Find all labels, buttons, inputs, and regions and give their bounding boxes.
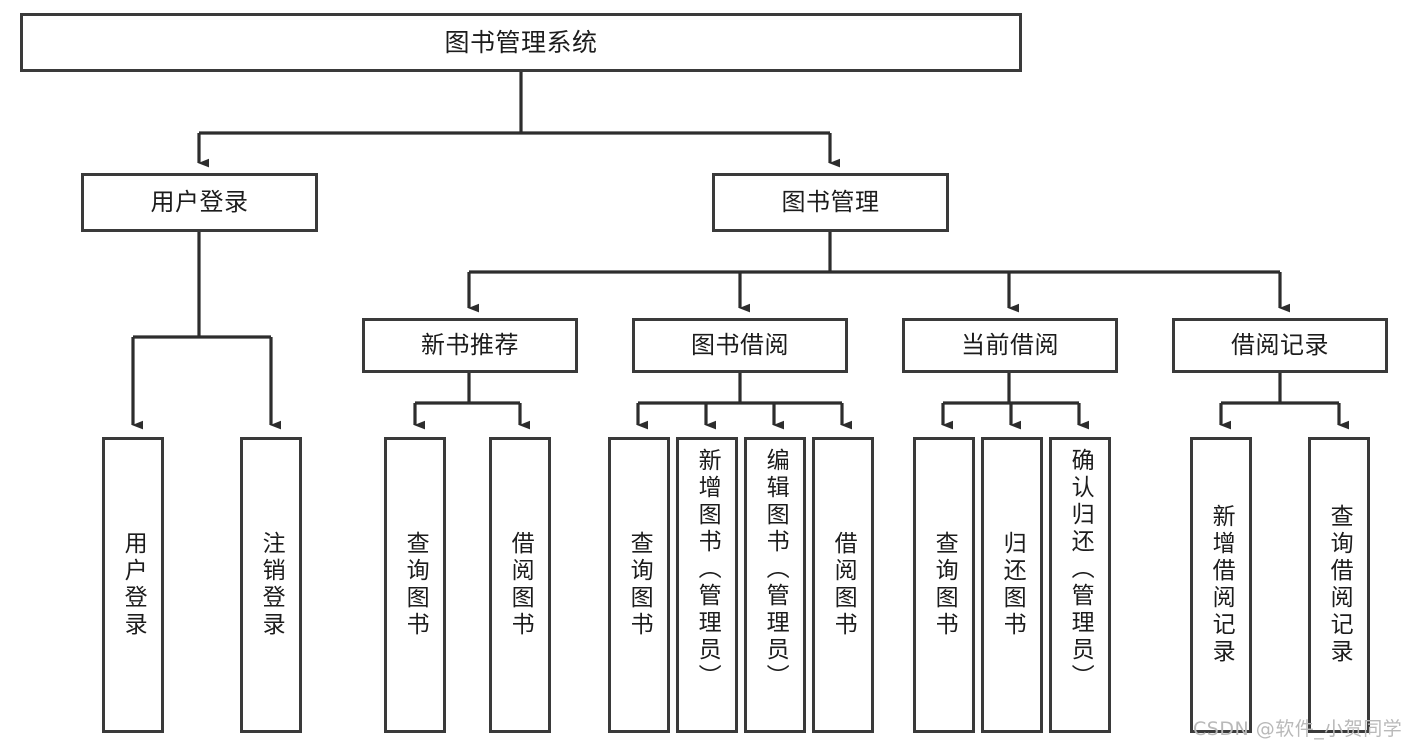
leaf-confirm-return-admin[interactable]: 确认归还（管理员）	[1049, 437, 1111, 733]
node-new-book-recommendation[interactable]: 新书推荐	[362, 318, 578, 373]
leaf-query-borrow-record[interactable]: 查询借阅记录	[1308, 437, 1370, 733]
node-user-login[interactable]: 用户登录	[81, 173, 318, 232]
leaf-query-books-current[interactable]: 查询图书	[913, 437, 975, 733]
leaf-add-borrow-record[interactable]: 新增借阅记录	[1190, 437, 1252, 733]
csdn-watermark: CSDN @软件_小贺同学	[1193, 718, 1403, 740]
node-book-management[interactable]: 图书管理	[712, 173, 949, 232]
leaf-borrow-books-recommend[interactable]: 借阅图书	[489, 437, 551, 733]
node-current-borrowing[interactable]: 当前借阅	[902, 318, 1118, 373]
node-label: 图书管理系统	[444, 27, 598, 57]
leaf-user-login[interactable]: 用户登录	[102, 437, 164, 733]
node-label: 编辑图书（管理员）	[762, 448, 789, 691]
node-label: 查询图书	[402, 531, 429, 639]
leaf-add-book-admin[interactable]: 新增图书（管理员）	[676, 437, 738, 733]
node-borrowing-records[interactable]: 借阅记录	[1172, 318, 1388, 373]
node-label: 新增图书（管理员）	[694, 448, 721, 691]
node-label: 图书借阅	[691, 331, 789, 360]
leaf-query-books-recommend[interactable]: 查询图书	[384, 437, 446, 733]
leaf-logout[interactable]: 注销登录	[240, 437, 302, 733]
leaf-return-books[interactable]: 归还图书	[981, 437, 1043, 733]
node-label: 查询图书	[626, 531, 653, 639]
node-label: 查询借阅记录	[1326, 504, 1353, 666]
node-label: 借阅记录	[1231, 331, 1329, 360]
node-label: 新书推荐	[421, 331, 519, 360]
node-label: 当前借阅	[961, 331, 1059, 360]
node-label: 归还图书	[999, 531, 1026, 639]
node-label: 确认归还（管理员）	[1067, 448, 1094, 691]
node-label: 用户登录	[150, 188, 249, 217]
node-book-borrowing[interactable]: 图书借阅	[632, 318, 848, 373]
node-label: 借阅图书	[507, 531, 534, 639]
node-label: 注销登录	[258, 531, 285, 639]
node-label: 借阅图书	[830, 531, 857, 639]
node-label: 图书管理	[781, 188, 880, 217]
node-label: 用户登录	[120, 531, 147, 639]
leaf-borrow-books[interactable]: 借阅图书	[812, 437, 874, 733]
leaf-edit-book-admin[interactable]: 编辑图书（管理员）	[744, 437, 806, 733]
node-label: 新增借阅记录	[1208, 504, 1235, 666]
node-label: 查询图书	[931, 531, 958, 639]
node-root-book-management-system[interactable]: 图书管理系统	[20, 13, 1022, 72]
leaf-query-books-borrow[interactable]: 查询图书	[608, 437, 670, 733]
